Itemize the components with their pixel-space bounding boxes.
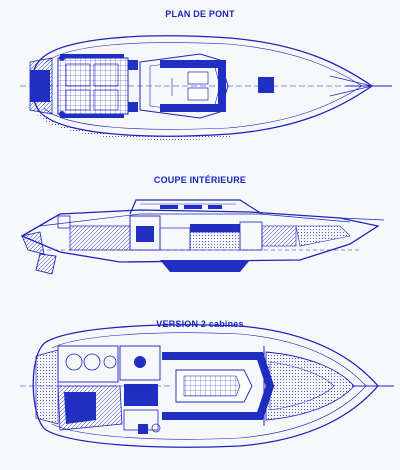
deck-plan-title: PLAN DE PONT <box>165 9 235 19</box>
forward-cabin <box>265 351 355 421</box>
rudder <box>35 253 57 275</box>
keel <box>160 260 250 272</box>
profile-hull-outline <box>20 209 380 263</box>
layout-hull-outline <box>32 324 379 448</box>
coachroof-profile <box>129 199 263 215</box>
interior-section-drawing <box>20 199 385 275</box>
deck-hull-outline <box>31 35 374 137</box>
two-cabin-version-title: VERSION 2 cabines <box>156 319 244 329</box>
interior-section-title: COUPE INTÉRIEURE <box>153 175 247 185</box>
deck-plan-drawing <box>20 35 392 141</box>
two-cabin-layout-drawing <box>20 324 394 448</box>
forward-hatch <box>258 77 274 93</box>
coachroof-handrail <box>160 60 226 112</box>
galley <box>119 345 161 381</box>
aft-cabin <box>57 345 119 383</box>
